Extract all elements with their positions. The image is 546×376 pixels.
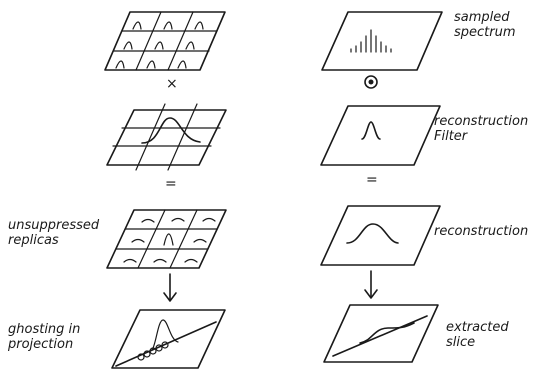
filter-line-1: reconstruction xyxy=(434,114,529,129)
reconstruction-label: reconstruction xyxy=(434,224,528,239)
filter-line-2: Filter xyxy=(434,129,468,144)
sampled-spectrum-panel xyxy=(321,11,443,71)
reconstruction-line-1: reconstruction xyxy=(434,224,529,239)
sampled-line-1: sampled xyxy=(454,10,510,25)
unsuppressed-line-2: replicas xyxy=(8,233,59,248)
equals-operator-right: = xyxy=(366,172,378,188)
multiply-operator: × xyxy=(166,76,178,92)
extracted-line-1: extracted xyxy=(446,320,509,335)
right-down-arrow xyxy=(364,270,378,299)
ghosting-line-2: projection xyxy=(8,337,74,352)
extracted-slice-panel xyxy=(323,304,439,363)
convolve-symbol xyxy=(364,75,378,89)
gaussian-grid-panel xyxy=(106,103,227,171)
sampled-spectrum-label: sampled spectrum xyxy=(454,10,516,40)
ghosting-panel xyxy=(111,309,226,369)
ghosting-label: ghosting in projection xyxy=(8,322,80,352)
sampled-line-2: spectrum xyxy=(454,25,516,40)
extracted-line-2: slice xyxy=(446,335,476,350)
ghosting-line-1: ghosting in xyxy=(8,322,81,337)
reconstruction-filter-panel xyxy=(320,105,441,166)
reconstruction-panel xyxy=(320,205,441,266)
replica-grid-panel xyxy=(104,11,226,71)
unsuppressed-replicas-panel xyxy=(106,209,227,269)
reconstruction-filter-label: reconstruction Filter xyxy=(434,114,528,144)
left-down-arrow xyxy=(163,273,177,302)
unsuppressed-replicas-label: unsuppressed replicas xyxy=(8,218,99,248)
equals-operator-left: = xyxy=(165,176,177,192)
unsuppressed-line-1: unsuppressed xyxy=(8,218,100,233)
extracted-slice-label: extracted slice xyxy=(446,320,509,350)
